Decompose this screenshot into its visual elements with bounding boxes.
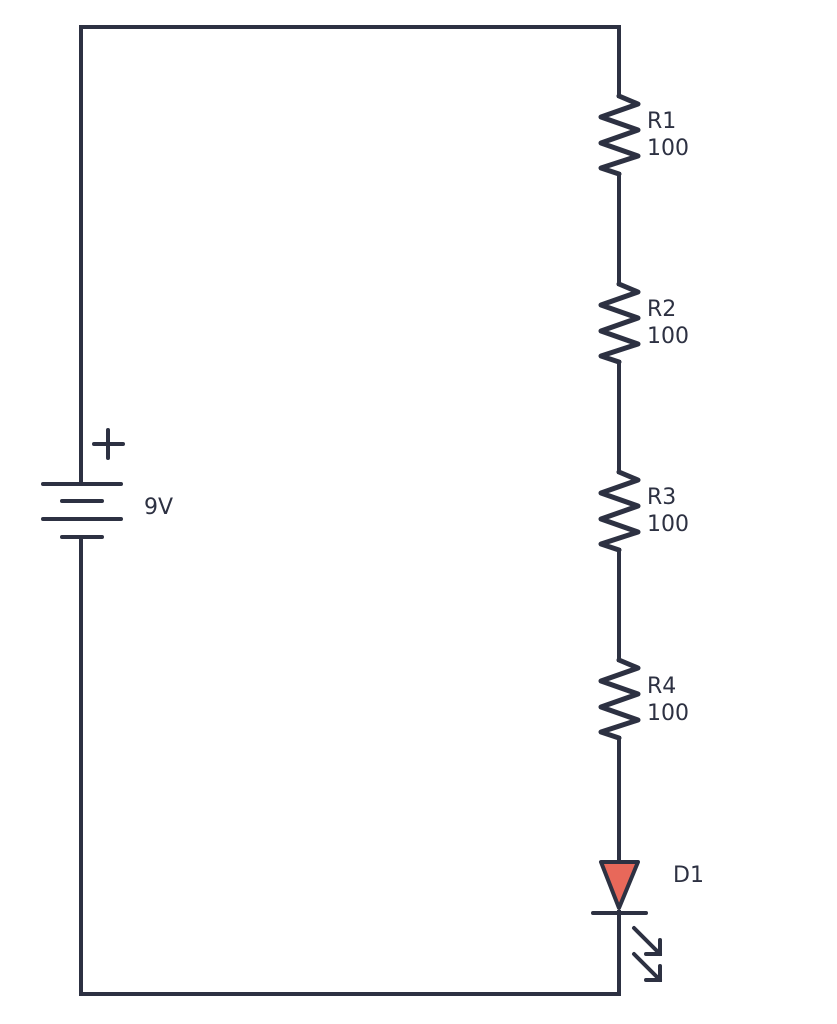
led-label: D1: [673, 863, 704, 888]
led-triangle: [599, 860, 640, 910]
resistor-name: R1: [647, 109, 676, 134]
plus-icon: [92, 428, 125, 460]
resistor-name: R2: [647, 297, 676, 322]
battery-label: 9V: [144, 495, 173, 520]
resistor-value: 100: [647, 701, 689, 726]
resistor-zigzag: [598, 469, 641, 553]
battery: 9V: [41, 428, 173, 539]
resistor-name: R4: [647, 674, 676, 699]
resistor-r3: R3 100: [598, 469, 689, 553]
resistor-value: 100: [647, 136, 689, 161]
resistor-value: 100: [647, 324, 689, 349]
resistor-r2: R2 100: [598, 281, 689, 365]
resistor-value: 100: [647, 512, 689, 537]
resistor-zigzag: [598, 657, 641, 741]
resistor-name: R3: [647, 485, 676, 510]
resistor-r1: R1 100: [598, 93, 689, 177]
resistor-zigzag: [598, 281, 641, 365]
light-emission-arrows-icon: [632, 926, 662, 982]
resistor-r4: R4 100: [598, 657, 689, 741]
led-d1: D1: [591, 860, 704, 982]
resistor-zigzag: [598, 93, 641, 177]
